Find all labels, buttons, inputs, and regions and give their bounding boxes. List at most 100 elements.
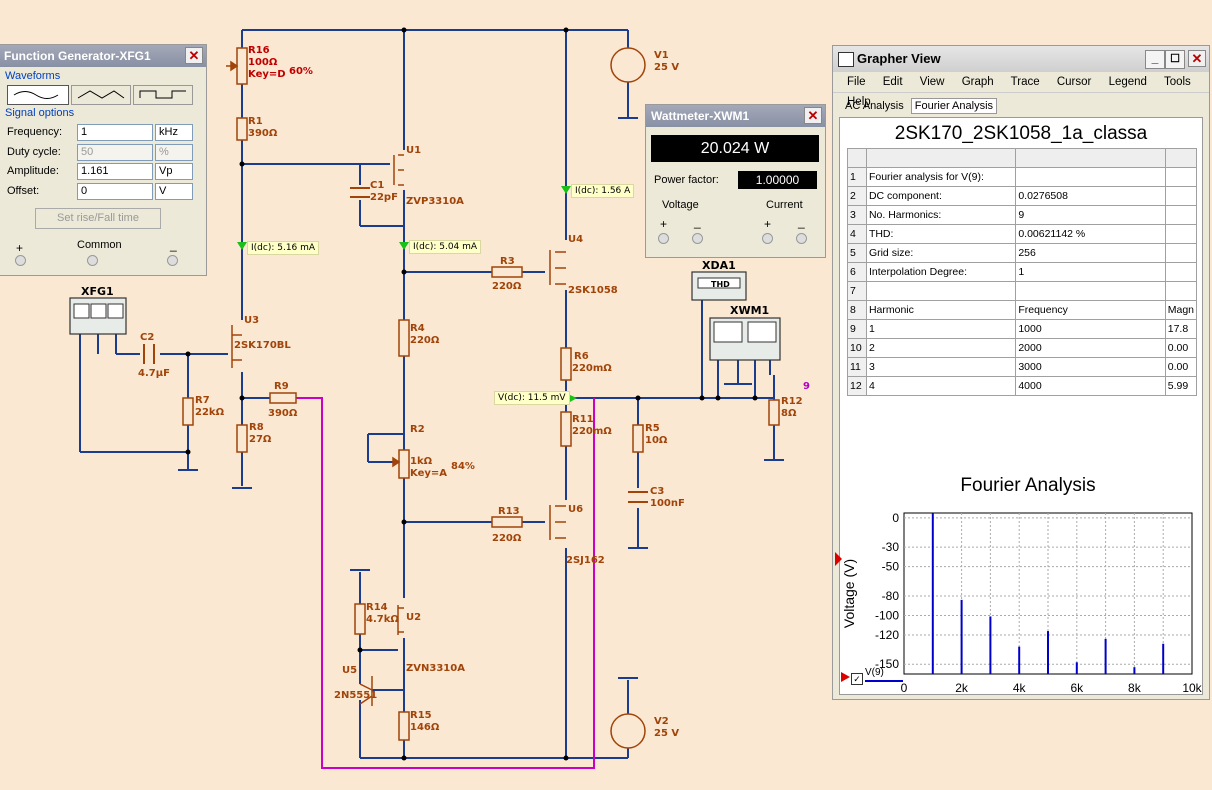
- wm-voltage-label: Voltage: [662, 199, 699, 211]
- menu-edit[interactable]: Edit: [882, 76, 903, 88]
- grapher-app-icon: [838, 52, 854, 67]
- r8-ref: R8: [249, 422, 264, 433]
- r16-pct: 60%: [289, 66, 313, 77]
- grapher-titlebar[interactable]: Grapher View _ ☐ ✕: [833, 46, 1209, 72]
- wm-titlebar[interactable]: Wattmeter-XWM1 ✕: [646, 105, 825, 127]
- node-9-label: 9: [803, 381, 810, 392]
- table-cell: THD:: [865, 224, 1017, 244]
- fg-titlebar[interactable]: Function Generator-XFG1 ✕: [0, 45, 206, 67]
- probe-voltage-output[interactable]: V(dc): 11.5 mV: [494, 391, 570, 405]
- u3-part: 2SK170BL: [234, 340, 291, 351]
- table-cell: [1164, 186, 1198, 206]
- row-number: 11: [847, 357, 867, 377]
- v1-ref: V1: [654, 50, 669, 61]
- tab-fourier-analysis[interactable]: Fourier Analysis: [910, 98, 998, 114]
- probe-current-u4[interactable]: I(dc): 1.56 A: [571, 184, 635, 198]
- legend-checkbox[interactable]: ✓: [851, 673, 863, 685]
- minimize-button[interactable]: _: [1145, 50, 1165, 69]
- fg-amplitude-input[interactable]: 1.161: [77, 163, 153, 180]
- table-cell: Harmonic: [865, 300, 1017, 320]
- fg-plus-label: +: [16, 241, 24, 255]
- r2-pct: 84%: [451, 461, 475, 472]
- row-number: 5: [847, 243, 867, 263]
- fg-duty-input[interactable]: 50: [77, 144, 153, 161]
- row-number: 12: [847, 376, 867, 396]
- fg-amplitude-unit[interactable]: Vp: [155, 163, 193, 180]
- u4-part: 2SK1058: [568, 285, 618, 296]
- fg-frequency-input[interactable]: 1: [77, 124, 153, 141]
- wm-pf-value: 1.00000: [738, 171, 817, 189]
- fg-minus-terminal[interactable]: [167, 255, 178, 266]
- triangle-wave-button[interactable]: [71, 85, 131, 105]
- u3-ref: U3: [244, 315, 260, 326]
- table-header-cell: [1015, 148, 1166, 168]
- fg-close-button[interactable]: ✕: [185, 47, 203, 64]
- menu-legend[interactable]: Legend: [1108, 76, 1147, 88]
- table-cell: 256: [1015, 243, 1166, 263]
- menu-view[interactable]: View: [919, 76, 945, 88]
- fg-common-terminal[interactable]: [87, 255, 98, 266]
- xwm1-instrument[interactable]: [709, 317, 781, 361]
- u5-ref: U5: [342, 665, 358, 676]
- fg-frequency-unit[interactable]: kHz: [155, 124, 193, 141]
- fg-offset-unit[interactable]: V: [155, 183, 193, 200]
- fg-signal-options-label: Signal options: [5, 107, 75, 119]
- xfg1-instrument[interactable]: [69, 297, 127, 335]
- y-tick-label: -150: [875, 657, 899, 671]
- table-cell: [1015, 167, 1166, 187]
- table-cell: [1015, 281, 1166, 301]
- square-wave-button[interactable]: [133, 85, 193, 105]
- wm-current-minus-terminal[interactable]: [796, 233, 807, 244]
- function-generator-window[interactable]: Function Generator-XFG1 ✕ Waveforms Sign…: [0, 44, 207, 276]
- menu-trace[interactable]: Trace: [1010, 76, 1040, 88]
- menu-tools[interactable]: Tools: [1163, 76, 1191, 88]
- fg-waveforms-label: Waveforms: [5, 70, 61, 82]
- fg-rise-fall-button[interactable]: Set rise/Fall time: [35, 208, 161, 229]
- grapher-close-button[interactable]: ✕: [1188, 50, 1206, 67]
- grapher-tabs: AC Analysis Fourier Analysis: [841, 98, 998, 116]
- menu-cursor[interactable]: Cursor: [1056, 76, 1092, 88]
- v1-value: 25 V: [654, 62, 680, 73]
- r2-ref: R2: [410, 424, 425, 435]
- y-tick-label: -30: [882, 540, 900, 554]
- table-cell: 2000: [1015, 338, 1166, 358]
- row-number: 2: [847, 186, 867, 206]
- probe-current-r4[interactable]: I(dc): 5.04 mA: [409, 240, 482, 254]
- xda1-instrument[interactable]: [691, 271, 747, 301]
- table-cell: No. Harmonics:: [865, 205, 1017, 225]
- wm-voltage-plus-terminal[interactable]: [658, 233, 669, 244]
- menu-help[interactable]: Help: [847, 96, 871, 108]
- fg-offset-input[interactable]: 0: [77, 183, 153, 200]
- r9-ref: R9: [274, 381, 289, 392]
- fg-offset-label: Offset:: [7, 185, 40, 197]
- wires: [79, 29, 775, 759]
- menu-graph[interactable]: Graph: [961, 76, 994, 88]
- menu-file[interactable]: File: [847, 76, 866, 88]
- fg-duty-unit[interactable]: %: [155, 144, 193, 161]
- wm-current-plus-terminal[interactable]: [762, 233, 773, 244]
- sine-wave-button[interactable]: [7, 85, 69, 105]
- fg-plus-terminal[interactable]: [15, 255, 26, 266]
- grapher-window[interactable]: Grapher View _ ☐ ✕ File Edit View Graph …: [832, 45, 1210, 700]
- junction-dots: [185, 27, 758, 761]
- probe-current-u3[interactable]: I(dc): 5.16 mA: [247, 241, 320, 255]
- cursor-marker-icon[interactable]: [835, 552, 842, 566]
- tab-ac-analysis[interactable]: AC Analysis: [845, 100, 904, 112]
- feedback-wire: [296, 397, 595, 769]
- maximize-button[interactable]: ☐: [1165, 50, 1185, 69]
- table-cell: 0.00: [1164, 357, 1198, 377]
- r12-ref: R12: [781, 396, 803, 407]
- wattmeter-window[interactable]: Wattmeter-XWM1 ✕ 20.024 W Power factor: …: [645, 104, 826, 258]
- r3-ref: R3: [500, 256, 515, 267]
- table-cell: Frequency: [1015, 300, 1166, 320]
- r4-value: 220Ω: [410, 335, 440, 346]
- table-cell: DC component:: [865, 186, 1017, 206]
- wm-close-button[interactable]: ✕: [804, 107, 822, 124]
- wm-voltage-minus-terminal[interactable]: [692, 233, 703, 244]
- c3-ref: C3: [650, 486, 665, 497]
